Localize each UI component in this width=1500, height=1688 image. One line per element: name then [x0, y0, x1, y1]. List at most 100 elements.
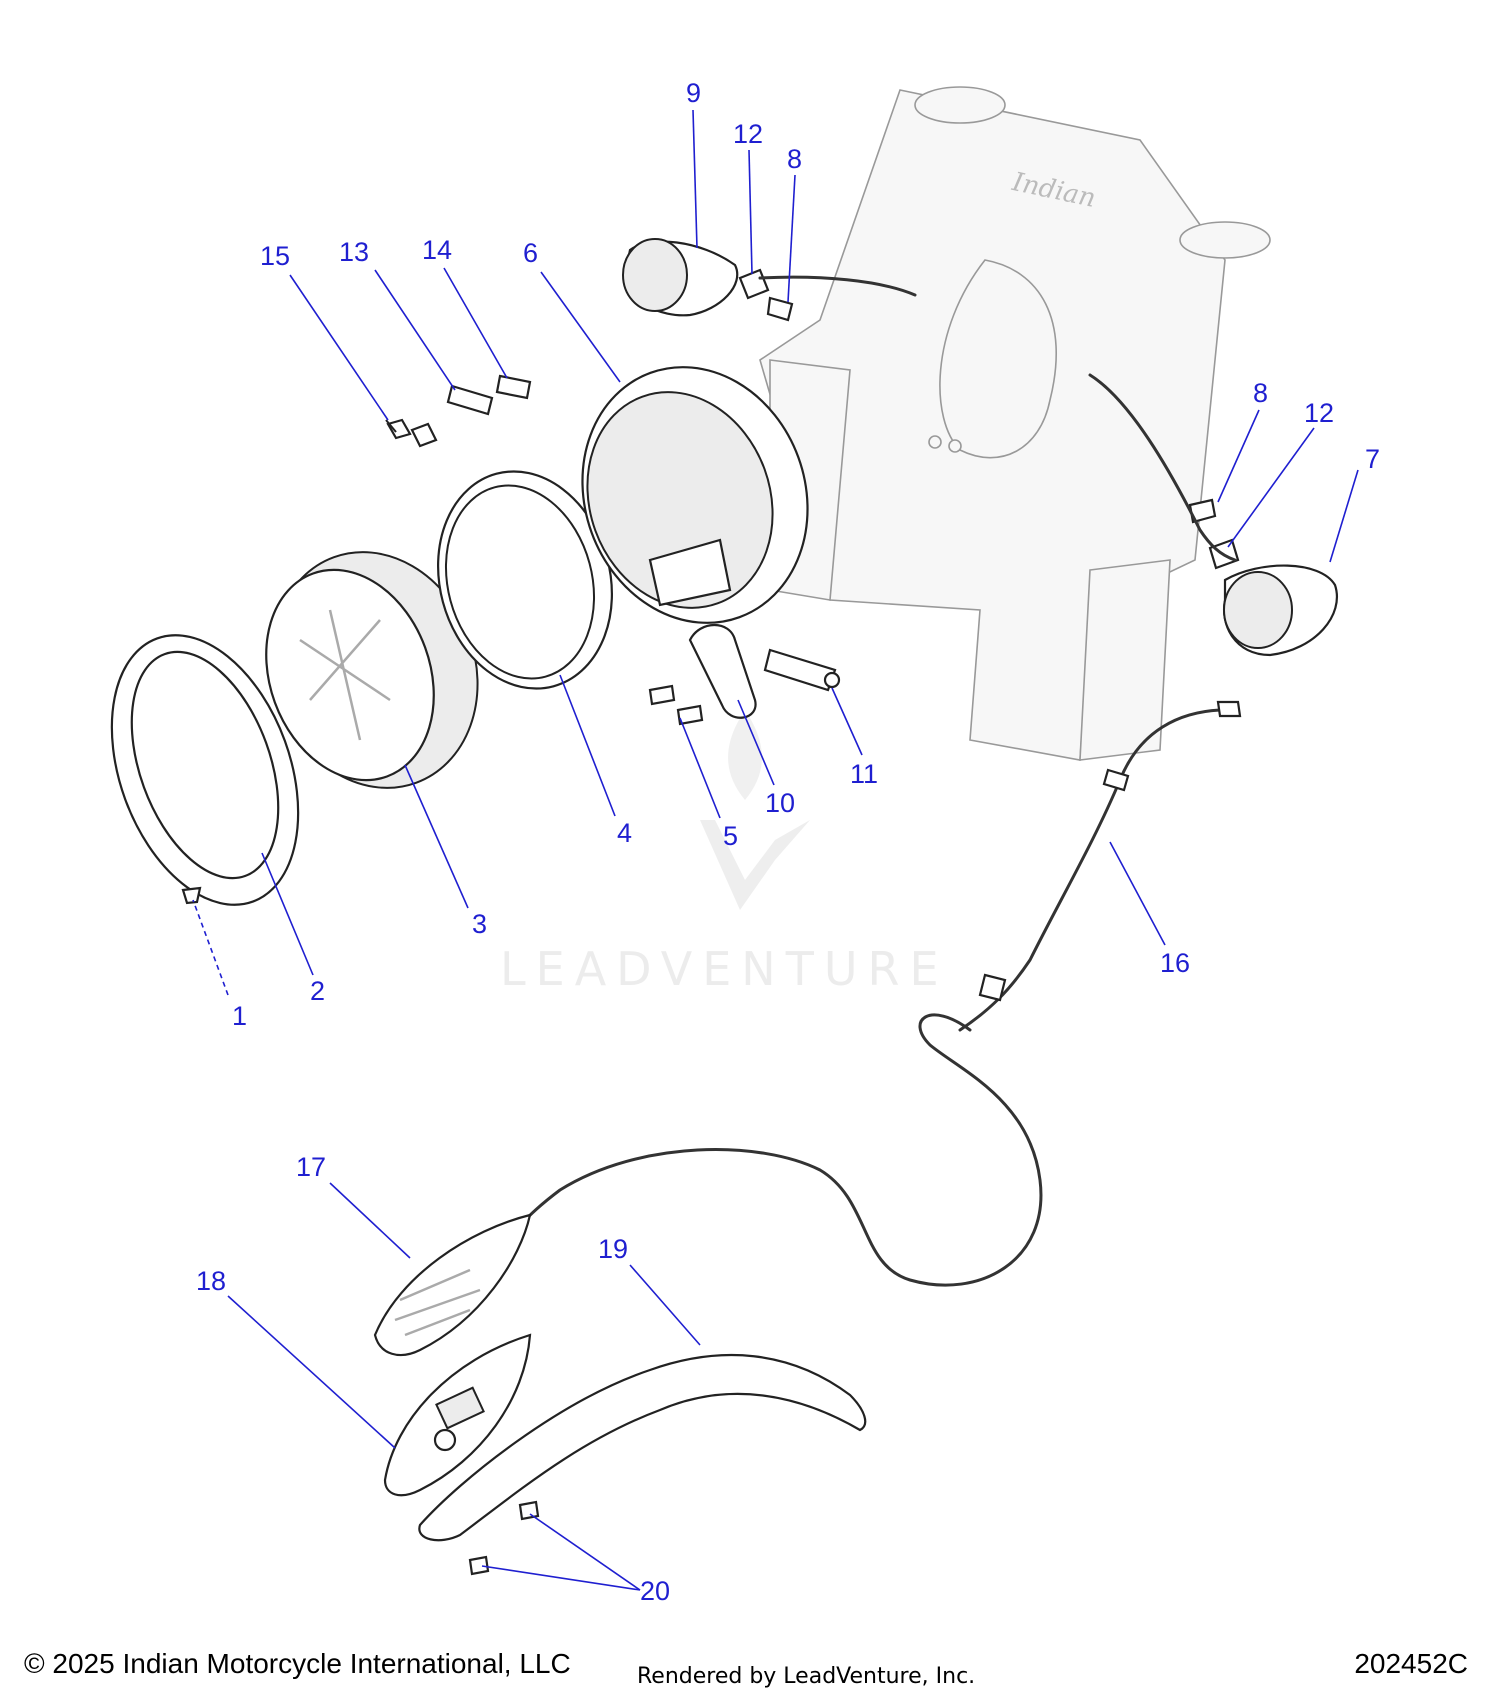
mount-bracket — [688, 624, 757, 719]
right-signal-wire — [1088, 373, 1237, 562]
part-15-screws — [385, 418, 438, 448]
callout-20: 20 — [640, 1576, 670, 1606]
callout-10: 10 — [765, 788, 795, 818]
watermark-flame — [728, 710, 762, 800]
leader-4 — [559, 674, 616, 817]
clip-13 — [446, 384, 494, 416]
headlamp-lens-pattern — [299, 609, 391, 741]
lamp-base-cutout — [435, 1386, 485, 1430]
callout-8a: 8 — [787, 144, 802, 174]
clip-14 — [495, 374, 532, 400]
leader-5 — [679, 717, 721, 819]
nacelle-cutout — [939, 259, 1057, 459]
callout-3: 3 — [472, 909, 487, 939]
part-3-headlamp — [265, 551, 479, 789]
bucket-interior — [586, 391, 774, 609]
fork-tube-right — [1079, 559, 1171, 761]
part-14-clip — [495, 374, 532, 400]
watermark-text: LEADVENTURE — [500, 942, 949, 996]
callout-19: 19 — [598, 1234, 628, 1264]
screw-5b — [676, 704, 704, 726]
bolt-8a — [766, 296, 794, 322]
bolt-11 — [763, 648, 837, 692]
callout-5: 5 — [723, 821, 738, 851]
leader-18 — [227, 1295, 396, 1449]
fork-cap-left — [914, 86, 1006, 124]
part-12a-mount — [738, 268, 770, 300]
leader-11 — [831, 687, 863, 756]
callout-2: 2 — [310, 976, 325, 1006]
part-7-right-turn-signal — [1223, 564, 1338, 657]
screw-15b — [410, 422, 438, 448]
mounting-ring-inner — [444, 484, 596, 680]
part-5-screws — [648, 684, 704, 726]
bucket-bracket — [648, 538, 732, 607]
callout-4: 4 — [617, 818, 632, 848]
leader-12a — [748, 149, 753, 275]
callout-12a: 12 — [733, 119, 763, 149]
fork-cap-right — [1179, 221, 1271, 259]
part-17-tail-lamp — [373, 1213, 532, 1357]
part-13-clip — [446, 384, 494, 416]
screw-15a-shank — [385, 419, 397, 433]
leader-14 — [443, 267, 508, 379]
leader-16 — [1109, 841, 1166, 946]
leader-12b — [1227, 427, 1315, 548]
part-2-trim-ring — [110, 634, 300, 906]
fender-bracket-arm — [418, 1353, 867, 1542]
harness-connector-lower — [978, 973, 1007, 1002]
copyright-notice: © 2025 Indian Motorcycle International, … — [24, 1648, 571, 1679]
part-19-fender-bracket — [418, 1353, 867, 1542]
watermark-logo-mark — [700, 820, 810, 910]
part-18-tail-lamp-base — [383, 1333, 532, 1497]
leader-13 — [374, 269, 456, 391]
callout-9: 9 — [686, 78, 701, 108]
callout-6: 6 — [523, 238, 538, 268]
leader-20a — [529, 1513, 641, 1591]
headlamp-lens — [265, 568, 435, 782]
fork-nacelle-housing: Indian — [759, 86, 1271, 761]
tail-lamp-lens — [373, 1213, 532, 1357]
leader-8a — [787, 174, 796, 303]
callout-12b: 12 — [1304, 398, 1334, 428]
leader-9 — [692, 109, 698, 249]
part-8a-bolt — [766, 296, 794, 322]
callout-15: 15 — [260, 241, 290, 271]
harness-main-run — [958, 708, 1222, 1032]
part-6-headlight-bucket — [581, 366, 809, 624]
nacelle-bolt-hole-1 — [928, 435, 942, 449]
leader-6 — [540, 271, 621, 383]
callout-13: 13 — [339, 237, 369, 267]
leader-8b — [1217, 409, 1260, 503]
leader-17 — [329, 1182, 411, 1259]
bolt-11-end — [823, 671, 841, 689]
diagram-number: 202452C — [1354, 1648, 1468, 1679]
callout-14: 14 — [422, 235, 452, 265]
callout-11: 11 — [850, 759, 878, 789]
rivet-20b — [468, 1555, 490, 1576]
callout-18: 18 — [196, 1266, 226, 1296]
harness-grommet — [1102, 768, 1130, 792]
turn-signal-7-lens — [1223, 571, 1293, 649]
leader-19 — [629, 1264, 701, 1346]
harness-connector-top — [1216, 700, 1242, 718]
turn-signal-9-lens — [622, 238, 688, 312]
left-signal-wire — [758, 275, 917, 297]
leader-2 — [261, 852, 314, 976]
leader-3 — [404, 764, 469, 909]
watermark: LEADVENTURE — [500, 710, 949, 996]
part-1-screw — [181, 886, 202, 905]
leader-15 — [289, 274, 389, 421]
part-9-left-turn-signal — [622, 238, 739, 317]
part-20-rivets — [468, 1500, 540, 1576]
trim-ring-inner — [130, 650, 280, 880]
rear-lamp-wire — [518, 1013, 1043, 1287]
screw-5a — [648, 684, 676, 706]
rivet-20a — [518, 1500, 540, 1521]
callout-16: 16 — [1160, 948, 1190, 978]
rendered-by-credit: Rendered by LeadVenture, Inc. — [637, 1664, 976, 1688]
callout-17: 17 — [296, 1152, 326, 1182]
callout-7: 7 — [1365, 444, 1380, 474]
